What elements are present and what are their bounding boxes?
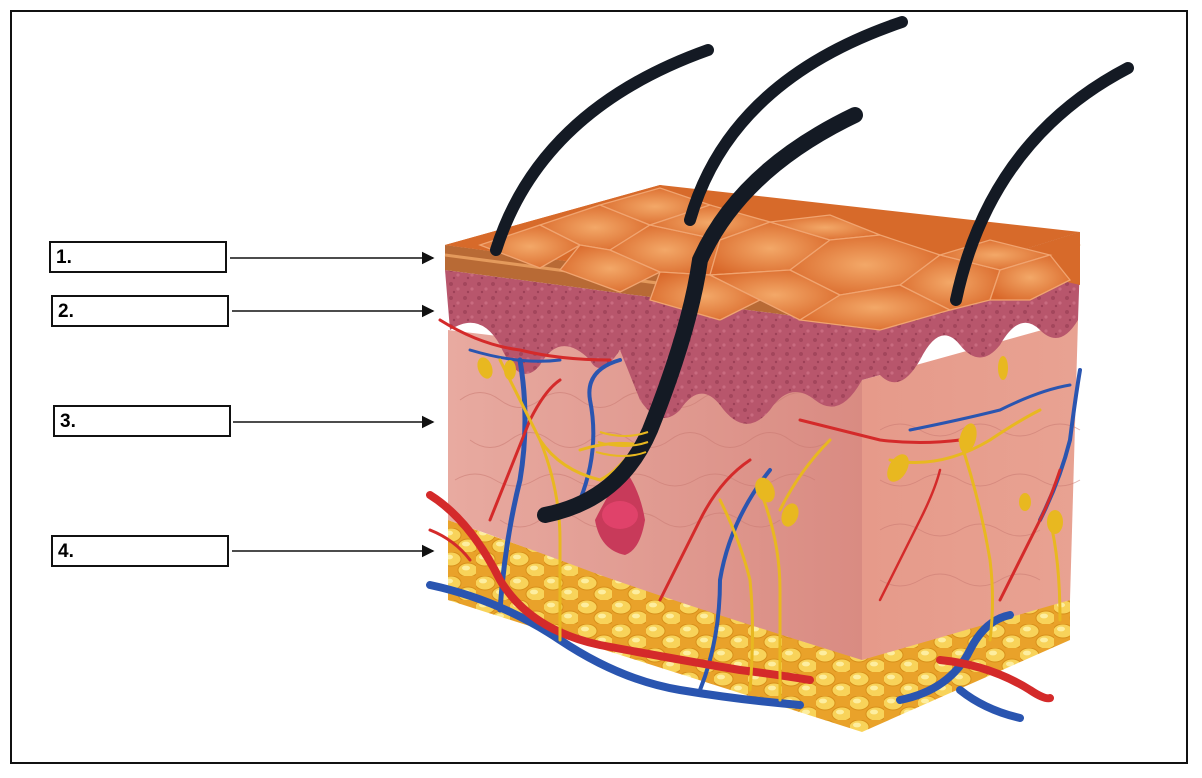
dermis-right-face — [862, 320, 1078, 660]
label-number-3: 3. — [60, 411, 76, 432]
label-number-4: 4. — [58, 541, 74, 562]
hair-icon — [490, 16, 1134, 523]
label-box-4[interactable]: 4. — [51, 535, 229, 567]
label-box-2[interactable]: 2. — [51, 295, 229, 327]
label-number-1: 1. — [56, 247, 72, 268]
diagram-frame — [10, 10, 1188, 764]
label-number-2: 2. — [58, 301, 74, 322]
label-box-3[interactable]: 3. — [53, 405, 231, 437]
stratum-corneum-front — [445, 245, 862, 325]
hair-bulb — [602, 501, 638, 529]
epidermis-front-face — [445, 270, 862, 424]
label-box-1[interactable]: 1. — [49, 241, 227, 273]
